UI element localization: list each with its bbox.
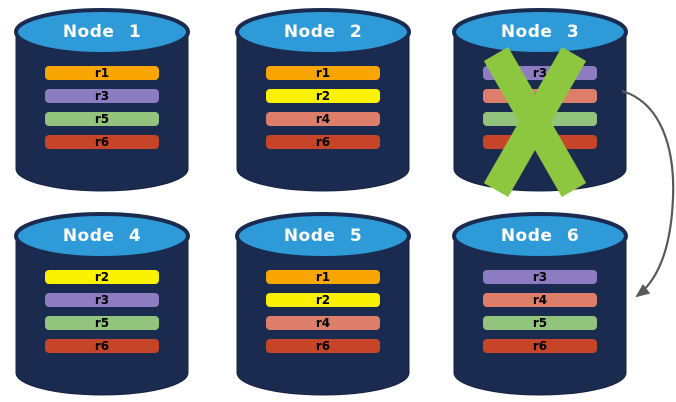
replica-bar-r4: r4: [483, 293, 597, 307]
node-title: Node 5: [283, 226, 363, 246]
replica-bar-r2: r2: [266, 293, 380, 307]
node-title: Node 3: [500, 22, 580, 42]
replication-arrow: [621, 89, 675, 298]
replica-label: r1: [94, 66, 110, 80]
replica-list: r3 r4 r5 r6: [483, 66, 597, 158]
replica-bar-r6: r6: [266, 135, 380, 149]
node-1: Node 1 r1 r3 r5 r6: [14, 6, 190, 194]
replica-bar-r6: r6: [483, 135, 597, 149]
replica-label: r4: [532, 293, 548, 307]
replica-label: r6: [315, 135, 331, 149]
node-title: Node 6: [500, 226, 580, 246]
cylinder-top: [14, 212, 190, 260]
replica-bar-r3: r3: [45, 89, 159, 103]
node-6: Node 6 r3 r4 r5 r6: [452, 210, 628, 398]
cylinder-top: [235, 212, 411, 260]
replica-label: r5: [94, 112, 110, 126]
node-title: Node 2: [283, 22, 363, 42]
replica-bar-r2: r2: [45, 270, 159, 284]
replica-bar-r3: r3: [45, 293, 159, 307]
replica-bar-r6: r6: [266, 339, 380, 353]
cylinder-top: [235, 8, 411, 56]
replica-bar-r4: r4: [483, 89, 597, 103]
replica-bar-r1: r1: [266, 270, 380, 284]
replica-bar-r4: r4: [266, 112, 380, 126]
cylinder-top: [14, 8, 190, 56]
replica-list: r2 r3 r5 r6: [45, 270, 159, 362]
replica-bar-r6: r6: [45, 339, 159, 353]
replica-label: r5: [94, 316, 110, 330]
replica-bar-r6: r6: [45, 135, 159, 149]
replica-label: r3: [532, 270, 548, 284]
replica-bar-r5: r5: [45, 316, 159, 330]
replica-bar-r5: r5: [483, 316, 597, 330]
replica-bar-r5: r5: [483, 112, 597, 126]
replica-label: r6: [94, 135, 110, 149]
replica-label: r2: [94, 270, 110, 284]
replica-label: r3: [532, 66, 548, 80]
replica-bar-r3: r3: [483, 66, 597, 80]
replica-bar-r2: r2: [266, 89, 380, 103]
node-5: Node 5 r1 r2 r4 r6: [235, 210, 411, 398]
replica-bar-r6: r6: [483, 339, 597, 353]
replica-bar-r3: r3: [483, 270, 597, 284]
replica-label: r6: [532, 135, 548, 149]
replica-label: r6: [94, 339, 110, 353]
replica-label: r1: [315, 270, 331, 284]
replica-label: r6: [532, 339, 548, 353]
replica-label: r3: [94, 293, 110, 307]
replica-label: r4: [315, 112, 331, 126]
replica-list: r3 r4 r5 r6: [483, 270, 597, 362]
replica-label: r1: [315, 66, 331, 80]
replica-label: r6: [315, 339, 331, 353]
node-2: Node 2 r1 r2 r4 r6: [235, 6, 411, 194]
replica-label: r5: [532, 316, 548, 330]
node-4: Node 4 r2 r3 r5 r6: [14, 210, 190, 398]
node-title: Node 4: [62, 226, 142, 246]
node-3: Node 3 r3 r4 r5 r6: [452, 6, 628, 194]
replica-label: r2: [315, 89, 331, 103]
replica-label: r4: [315, 316, 331, 330]
replica-bar-r1: r1: [266, 66, 380, 80]
replica-bar-r5: r5: [45, 112, 159, 126]
replica-label: r4: [532, 89, 548, 103]
replica-label: r2: [315, 293, 331, 307]
replica-bar-r1: r1: [45, 66, 159, 80]
replica-list: r1 r2 r4 r6: [266, 270, 380, 362]
replica-label: r5: [532, 112, 548, 126]
replica-list: r1 r2 r4 r6: [266, 66, 380, 158]
replica-label: r3: [94, 89, 110, 103]
replica-list: r1 r3 r5 r6: [45, 66, 159, 158]
node-title: Node 1: [62, 22, 142, 42]
replica-bar-r4: r4: [266, 316, 380, 330]
